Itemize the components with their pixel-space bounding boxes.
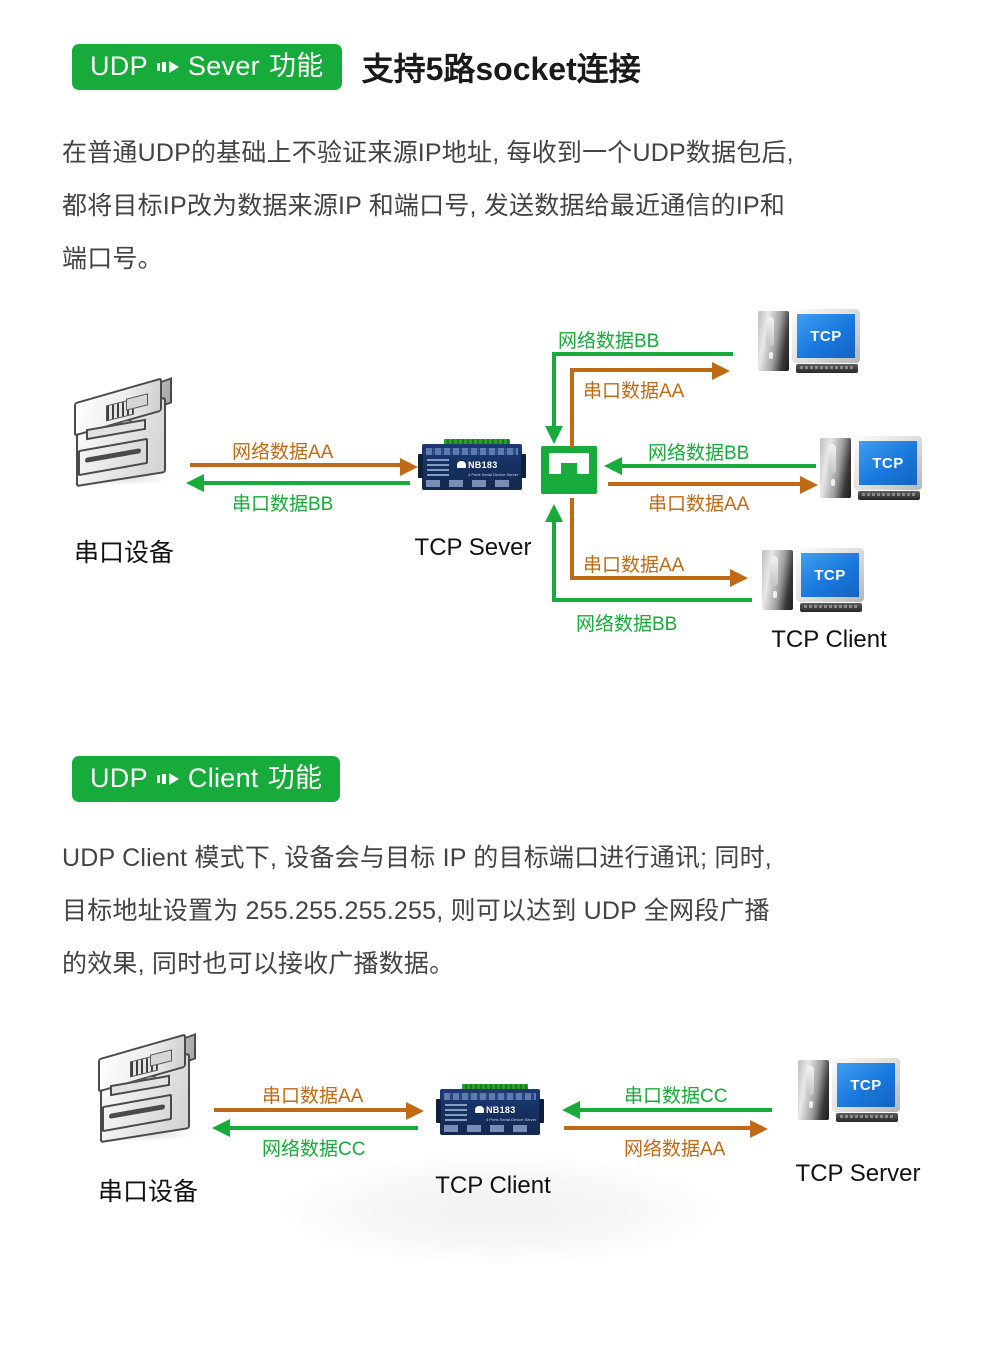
- flow-arrow-c2-out: [608, 482, 806, 486]
- arrow-head-left-icon: [562, 1101, 580, 1119]
- badge-left-label: UDP: [90, 50, 148, 81]
- flow-arrow-c1-in-horizontal: [552, 352, 733, 356]
- flow-label-c2-in: 网络数据BB: [648, 443, 750, 464]
- section-header-udp-server: UDP Sever 功能 支持5路socket连接: [72, 44, 641, 90]
- flow-arrow-c3-out-vertical: [570, 498, 574, 580]
- label-tcp-server: TCP Server: [795, 1160, 921, 1187]
- section-1-paragraph: 在普通UDP的基础上不验证来源IP地址, 每收到一个UDP数据包后, 都将目标I…: [62, 127, 962, 286]
- arrow-head-left-icon: [604, 457, 622, 475]
- arrow-head-right-icon: [750, 1120, 768, 1138]
- flow-arrow-right-out: [564, 1126, 756, 1130]
- arrow-head-right-icon: [730, 569, 748, 587]
- serial-device-icon: [64, 377, 182, 494]
- badge-udp-server: UDP Sever 功能: [72, 44, 342, 90]
- arrow-head-right-icon: [712, 362, 730, 380]
- paragraph-line: 在普通UDP的基础上不验证来源IP地址, 每收到一个UDP数据包后,: [62, 139, 794, 167]
- flow-label-c1-in: 网络数据BB: [558, 331, 660, 352]
- flow-label-right-in: 串口数据CC: [624, 1086, 728, 1107]
- flow-arrow-c3-in-vertical: [552, 520, 556, 602]
- page-title: 支持5路socket连接: [361, 51, 641, 87]
- arrow-head-left-icon: [212, 1119, 230, 1137]
- arrow-head-right-icon: [800, 476, 818, 494]
- flow-arrow-c2-in: [620, 464, 816, 468]
- flow-label-left-in: 网络数据CC: [262, 1139, 366, 1160]
- arrow-head-down-icon: [545, 426, 563, 444]
- flow-arrow-c3-out-horizontal: [570, 576, 735, 580]
- flow-label-c3-in: 网络数据BB: [576, 614, 678, 635]
- nb183-gateway-icon: NB183 4 Ports Serial Device Server: [436, 1079, 544, 1141]
- nb183-gateway-icon: NB183 4 Ports Serial Device Server: [418, 434, 526, 496]
- flow-arrow-c3-in-horizontal: [552, 598, 752, 602]
- badge-suffix-label: 功能: [268, 50, 324, 81]
- flow-label-right-out: 网络数据AA: [624, 1139, 726, 1160]
- paragraph-line: 的效果, 同时也可以接收广播数据。: [62, 950, 455, 978]
- badge-udp-client: UDP Client 功能: [72, 756, 341, 802]
- arrow-head-right-icon: [400, 458, 418, 476]
- paragraph-line: 目标地址设置为 255.255.255.255, 则可以达到 UDP 全网段广播: [62, 897, 770, 925]
- paragraph-line: 都将目标IP改为数据来源IP 和端口号, 发送数据给最近通信的IP和: [62, 192, 786, 220]
- flow-arrow-c1-out-horizontal: [570, 368, 718, 372]
- arrow-right-icon: [156, 772, 179, 786]
- device-model-label: NB183 4 Ports Serial Device Server: [457, 460, 518, 480]
- serial-device-icon: [88, 1033, 206, 1150]
- badge-right-label: Sever: [187, 50, 260, 81]
- flow-arrow-serial-in: [202, 481, 410, 485]
- label-tcp-client: TCP Client: [435, 1172, 551, 1199]
- arrow-head-left-icon: [186, 474, 204, 492]
- section-header-udp-client: UDP Client 功能: [72, 756, 341, 802]
- label-serial-device: 串口设备: [97, 1178, 198, 1206]
- tcp-server-icon: TCP: [796, 1056, 904, 1130]
- flow-label-c3-out: 串口数据AA: [583, 555, 685, 576]
- arrow-right-icon: [156, 60, 179, 74]
- flow-arrow-serial-out: [190, 463, 408, 467]
- flow-label-serial-out: 网络数据AA: [232, 442, 334, 463]
- flow-label-serial-in: 串口数据BB: [232, 494, 334, 515]
- label-tcp-server: TCP Sever: [414, 534, 532, 561]
- badge-right-label: Client: [187, 762, 259, 793]
- pc-screen-label: TCP: [837, 1063, 895, 1107]
- pc-screen-label: TCP: [797, 314, 855, 358]
- pc-screen-label: TCP: [859, 441, 917, 485]
- flow-label-c2-out: 串口数据AA: [648, 494, 750, 515]
- flow-arrow-right-in: [578, 1108, 772, 1112]
- badge-left-label: UDP: [90, 762, 148, 793]
- label-tcp-client-group: TCP Client: [771, 626, 887, 653]
- section-2-paragraph: UDP Client 模式下, 设备会与目标 IP 的目标端口进行通讯; 同时,…: [62, 832, 962, 991]
- pc-screen-label: TCP: [801, 553, 859, 597]
- paragraph-line: UDP Client 模式下, 设备会与目标 IP 的目标端口进行通讯; 同时,: [62, 844, 772, 872]
- flow-arrow-c1-out-vertical: [570, 368, 574, 448]
- flow-arrow-c1-in-vertical: [552, 352, 556, 428]
- flow-arrow-left-out: [214, 1108, 414, 1112]
- arrow-head-right-icon: [406, 1102, 424, 1120]
- platform-shadow: [285, 1155, 715, 1265]
- rj45-jack-icon: [541, 446, 597, 494]
- badge-suffix-label: 功能: [267, 762, 323, 793]
- flow-label-left-out: 串口数据AA: [262, 1086, 364, 1107]
- label-serial-device: 串口设备: [73, 539, 174, 567]
- device-model-label: NB183 4 Ports Serial Device Server: [475, 1105, 536, 1125]
- arrow-head-up-icon: [545, 504, 563, 522]
- paragraph-line: 端口号。: [62, 245, 163, 273]
- diagram-udp-server: 串口设备 网络数据AA 串口数据BB NB183 4 Ports Serial …: [0, 0, 1000, 700]
- flow-label-c1-out: 串口数据AA: [583, 381, 685, 402]
- flow-arrow-left-in: [228, 1126, 418, 1130]
